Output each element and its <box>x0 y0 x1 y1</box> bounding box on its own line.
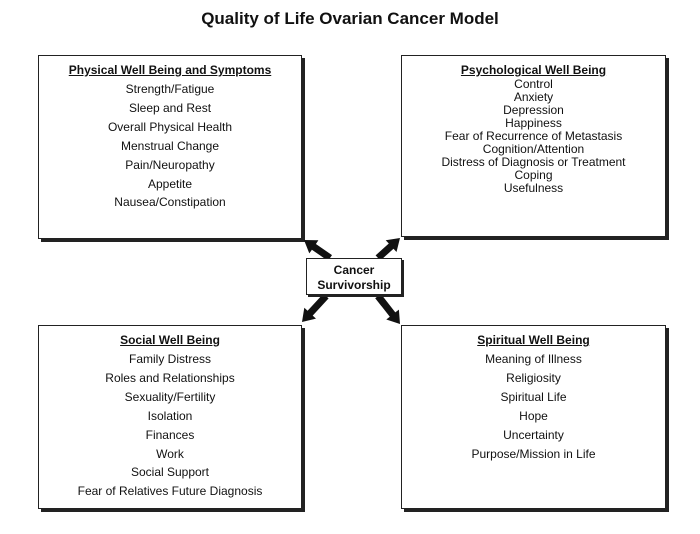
arrow-to-social <box>302 293 329 322</box>
psychological-item: Control <box>514 77 553 91</box>
physical-item: Overall Physical Health <box>107 119 233 134</box>
spiritual-item: Spiritual Life <box>500 389 567 404</box>
psychological-item: Coping <box>514 168 553 182</box>
center-label-line2: Survivorship <box>317 278 391 292</box>
arrow-to-physical <box>304 240 332 261</box>
social-item: Finances <box>145 427 195 442</box>
social-well-being-box: Social Well Being Family Distress Roles … <box>38 325 302 509</box>
social-item: Family Distress <box>128 352 211 366</box>
psychological-item: Fear of Recurrence of Metastasis <box>444 129 623 143</box>
spiritual-item: Hope <box>519 408 548 423</box>
psychological-well-being-title: Psychological Well Being <box>460 63 607 77</box>
spiritual-item: Uncertainty <box>503 427 564 442</box>
diagram-title: Quality of Life Ovarian Cancer Model <box>201 9 499 28</box>
physical-item: Pain/Neuropathy <box>125 157 215 172</box>
center-label-line1: Cancer <box>333 263 375 277</box>
spiritual-item: Religiosity <box>506 370 561 385</box>
social-item: Isolation <box>147 408 193 423</box>
social-item: Social Support <box>130 465 210 480</box>
cancer-survivorship-box: Cancer Survivorship <box>306 258 402 295</box>
social-item: Sexuality/Fertility <box>124 389 216 404</box>
spiritual-well-being-title: Spiritual Well Being <box>477 333 590 347</box>
physical-well-being-box: Physical Well Being and Symptoms Strengt… <box>38 55 302 239</box>
spiritual-well-being-box: Spiritual Well Being Meaning of Illness … <box>401 325 666 509</box>
physical-item: Appetite <box>147 176 193 191</box>
social-item: Roles and Relationships <box>105 370 235 385</box>
physical-item: Menstrual Change <box>120 138 220 153</box>
spiritual-item: Meaning of Illness <box>485 352 582 366</box>
psychological-item: Happiness <box>505 116 562 130</box>
social-item: Work <box>156 446 184 461</box>
psychological-item: Usefulness <box>503 181 564 195</box>
physical-well-being-title: Physical Well Being and Symptoms <box>68 63 272 77</box>
psychological-item: Distress of Diagnosis or Treatment <box>441 155 626 169</box>
psychological-item: Depression <box>503 103 564 117</box>
physical-item: Strength/Fatigue <box>125 82 215 96</box>
social-item: Fear of Relatives Future Diagnosis <box>77 484 263 499</box>
psychological-well-being-box: Psychological Well Being Control Anxiety… <box>401 55 666 237</box>
spiritual-item: Purpose/Mission in Life <box>471 446 596 461</box>
arrow-to-psychological <box>375 238 400 261</box>
social-well-being-title: Social Well Being <box>120 333 220 347</box>
psychological-item: Cognition/Attention <box>482 142 585 156</box>
psychological-item: Anxiety <box>513 90 554 104</box>
arrow-to-spiritual <box>375 293 400 324</box>
physical-item: Nausea/Constipation <box>114 195 226 210</box>
physical-item: Sleep and Rest <box>128 100 212 115</box>
